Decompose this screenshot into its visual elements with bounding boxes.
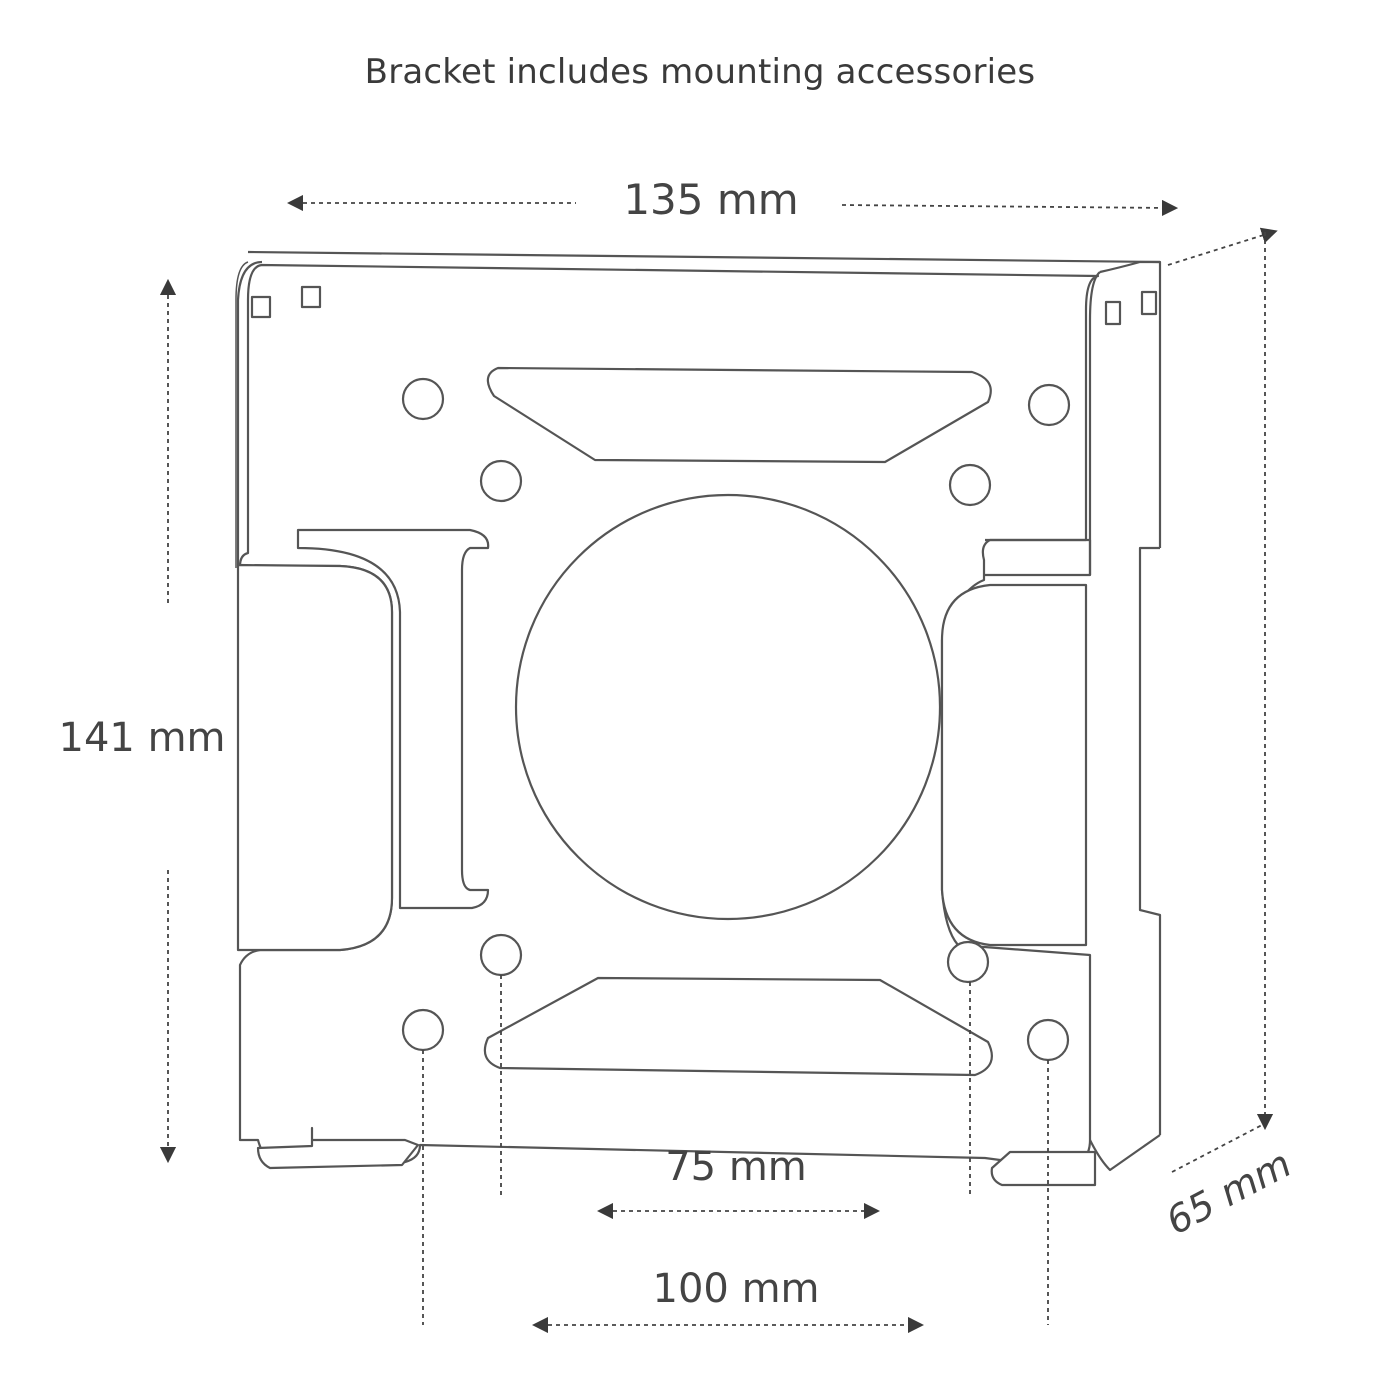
hole-100-tr [1027, 383, 1071, 427]
center-hole [514, 493, 942, 921]
depth-dim-line-top [1167, 227, 1278, 266]
back-right-edge [1138, 546, 1162, 1135]
hole-100-tl [401, 377, 445, 421]
right-flange [1099, 260, 1160, 274]
hole-100-br [1026, 1018, 1070, 1062]
left-slot [296, 528, 490, 910]
width-dim-line-right [841, 199, 1179, 217]
top-right-tab-slot-1 [1104, 300, 1122, 326]
depth-label: 65 mm [1159, 1141, 1298, 1243]
hole-100-bl [401, 1008, 445, 1052]
top-left-tab-slot-2 [300, 285, 322, 309]
top-trapezoid-slot [486, 366, 992, 464]
page-title: Bracket includes mounting accessories [364, 52, 1036, 92]
bottom-trapezoid-slot [483, 976, 993, 1077]
hole-75-br [946, 940, 990, 984]
left-flange [236, 260, 263, 567]
hole-75-tl [479, 459, 523, 503]
vesa75-label: 75 mm [665, 1144, 807, 1190]
left-tab [236, 563, 394, 952]
top-left-tab-slot-1 [250, 295, 272, 319]
height-label: 141 mm [59, 715, 226, 761]
bracket-outline [235, 250, 1162, 1187]
depth-dim-line-bottom [1171, 1124, 1263, 1173]
vesa100-label: 100 mm [653, 1266, 820, 1312]
bottom-left-hook [256, 1126, 420, 1170]
hole-75-tr [948, 463, 992, 507]
right-tab [940, 583, 1088, 947]
width-label: 135 mm [623, 175, 798, 224]
bottom-right-hook [990, 1150, 1097, 1187]
top-right-tab-slot-2 [1140, 290, 1158, 316]
right-slot [985, 538, 1092, 577]
hole-75-bl [479, 933, 523, 977]
